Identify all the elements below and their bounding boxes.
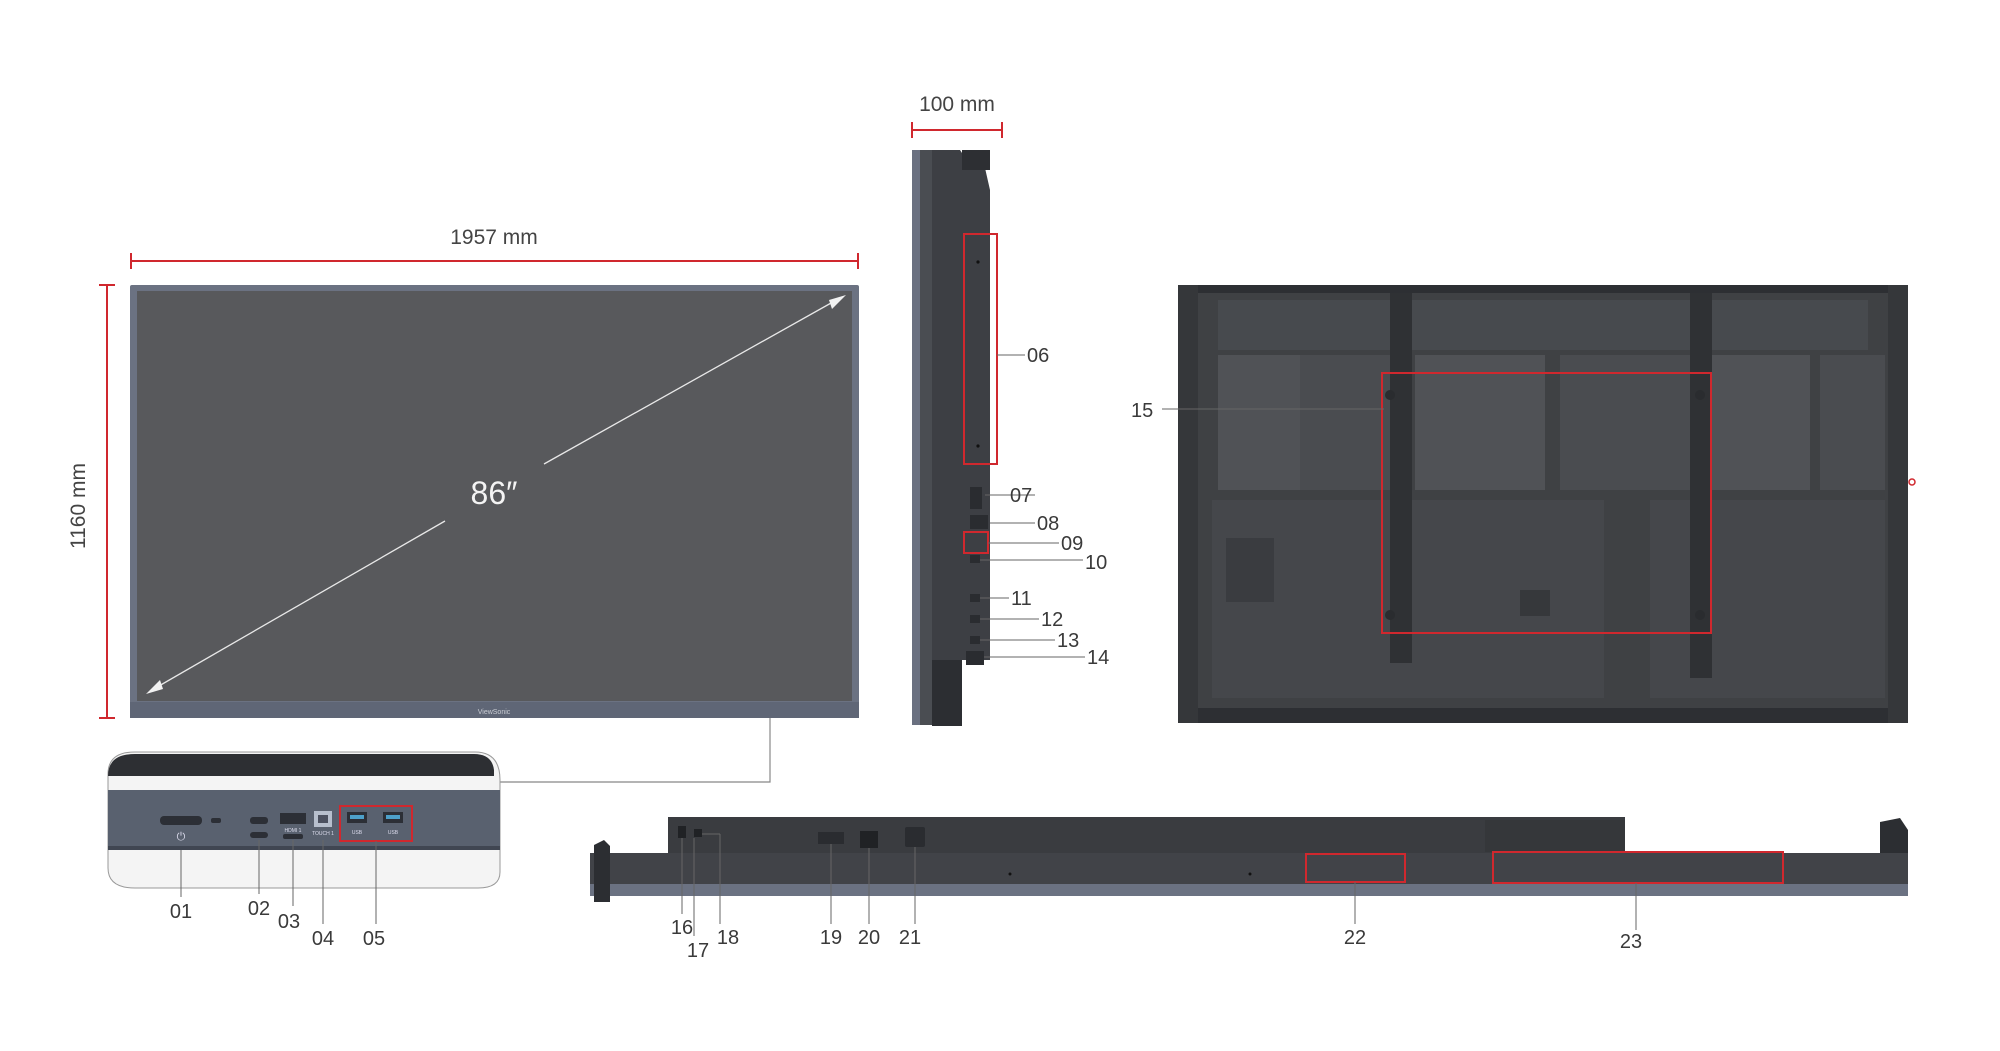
front-logo: ViewSonic <box>478 709 511 716</box>
callout-02: 02 <box>248 898 270 920</box>
callout-09: 09 <box>1061 533 1083 555</box>
bottom-view: 16 17 18 19 20 21 22 23 <box>590 817 1908 962</box>
callout-box-15 <box>1381 372 1712 634</box>
front-screen <box>137 291 852 701</box>
callout-13: 13 <box>1057 630 1079 652</box>
callout-10: 10 <box>1085 552 1107 574</box>
callout-box-06 <box>963 233 998 465</box>
callout-17: 17 <box>687 940 709 962</box>
depth-dimension: 100 mm <box>919 93 995 116</box>
callout-06: 06 <box>1027 345 1049 367</box>
callout-14: 14 <box>1087 647 1109 669</box>
power-icon: ⏻ <box>177 831 186 843</box>
callout-16: 16 <box>671 917 693 939</box>
callout-19: 19 <box>820 927 842 949</box>
height-dimension: 1160 mm <box>67 463 90 549</box>
callout-23: 23 <box>1620 931 1642 953</box>
callout-11: 11 <box>1011 588 1032 610</box>
callout-20: 20 <box>858 927 880 949</box>
callout-01: 01 <box>170 901 192 923</box>
callout-21: 21 <box>899 927 921 949</box>
back-view: 15 <box>1131 285 1916 723</box>
front-view: 1957 mm 1160 mm ViewSonic 86″ <box>67 226 859 783</box>
power-button <box>160 816 202 825</box>
usb-label-a: USB <box>352 830 363 836</box>
callout-15: 15 <box>1131 400 1153 422</box>
callout-box-23 <box>1492 851 1784 884</box>
sensor-slot <box>211 818 221 823</box>
hdmi-port <box>280 813 306 824</box>
usb-c-port <box>250 817 268 824</box>
callout-03: 03 <box>278 911 300 933</box>
front-port-detail: ⏻ HDMI 1 TOUCH 1 USB USB 01 02 03 04 05 <box>107 751 501 950</box>
callout-04: 04 <box>312 928 334 950</box>
callout-18: 18 <box>717 927 739 949</box>
callout-07: 07 <box>1010 485 1032 507</box>
usb-label-b: USB <box>388 830 399 836</box>
width-dimension: 1957 mm <box>450 226 538 249</box>
side-view: 100 mm 06 07 08 09 10 <box>911 93 1109 726</box>
diagonal-size: 86″ <box>471 475 518 511</box>
callout-05: 05 <box>363 928 385 950</box>
callout-08: 08 <box>1037 513 1059 535</box>
callout-12: 12 <box>1041 609 1063 631</box>
hdmi-label: HDMI 1 <box>285 828 302 834</box>
callout-22: 22 <box>1344 927 1366 949</box>
touch-label: TOUCH 1 <box>312 831 334 837</box>
